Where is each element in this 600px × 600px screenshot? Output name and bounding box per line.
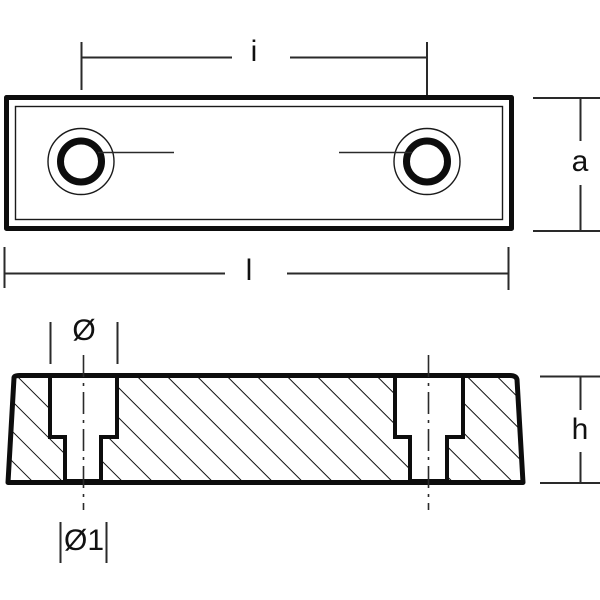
- plan-hole-right-inner-circle: [403, 137, 451, 186]
- dimension-h: h: [540, 375, 600, 484]
- dimension-i: i: [80, 35, 428, 95]
- dimension-label-diameter: Ø: [72, 314, 95, 347]
- section-view: Ø Ø1 h: [5, 314, 600, 563]
- section-bore-right-profile: [393, 374, 465, 483]
- plate-inner-rectangle: [14, 105, 504, 221]
- section-bore-left: [48, 355, 119, 510]
- plan-hole-left: [47, 127, 174, 196]
- plan-hole-right: [339, 127, 461, 196]
- dimension-a: a: [533, 97, 600, 232]
- dimension-label-i: i: [251, 35, 258, 68]
- dimension-diameter: Ø: [49, 314, 119, 364]
- plan-hole-right-outer-circle: [393, 127, 461, 196]
- section-bore-left-profile: [48, 374, 119, 483]
- plate-outer-rectangle: [4, 95, 514, 231]
- dimension-l: l: [3, 247, 510, 290]
- section-body-outline: [5, 373, 526, 485]
- plan-view: i a l: [3, 35, 600, 290]
- dimension-label-a: a: [572, 145, 589, 178]
- section-bore-right: [393, 355, 465, 510]
- dimension-label-l: l: [246, 254, 253, 287]
- plan-hole-left-inner-circle: [57, 137, 105, 186]
- dimension-label-diameter1: Ø1: [64, 524, 104, 557]
- plan-hole-left-outer-circle: [47, 127, 115, 196]
- dimension-label-h: h: [572, 413, 589, 446]
- dimension-diameter1: Ø1: [59, 522, 108, 563]
